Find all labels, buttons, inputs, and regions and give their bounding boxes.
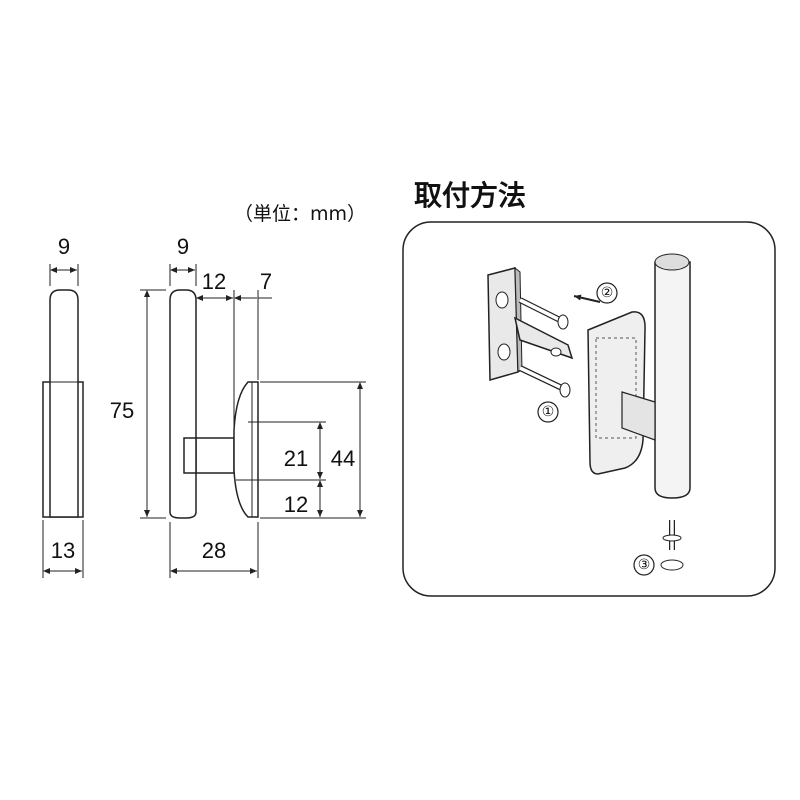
side-view: 9 13	[42, 234, 84, 578]
step-1-label: ①	[542, 404, 555, 420]
wall-plate	[487, 267, 519, 381]
step-2-label: ②	[601, 285, 614, 301]
dim-front-top-width: 9	[177, 234, 189, 259]
install-illustration	[487, 253, 691, 571]
dim-total-height: 75	[110, 398, 134, 423]
step-3-label: ③	[638, 557, 651, 573]
bottom-screw	[660, 520, 684, 571]
unit-note: （単位：mm）	[234, 203, 366, 225]
install-title: 取付方法	[414, 179, 526, 212]
dim-lower-gap: 12	[284, 492, 308, 517]
dim-offset-7: 7	[260, 269, 272, 294]
dim-upper-gap: 21	[284, 446, 308, 471]
bracket-cover	[587, 311, 646, 475]
profile-stem	[195, 437, 235, 474]
profile-view: 9 12 7 75 28 21 12 44	[110, 234, 366, 578]
dim-side-bottom-width: 13	[51, 538, 75, 563]
dim-offset-12: 12	[202, 269, 226, 294]
side-rod	[49, 289, 79, 518]
profile-rod	[169, 289, 197, 519]
dim-total-depth: 28	[202, 538, 226, 563]
dim-bracket-height: 44	[331, 446, 355, 471]
screw-lower	[518, 365, 571, 398]
screw-upper	[518, 297, 569, 330]
dim-side-top-width: 9	[58, 234, 70, 259]
profile-bracket	[233, 381, 259, 518]
rod	[654, 261, 691, 499]
